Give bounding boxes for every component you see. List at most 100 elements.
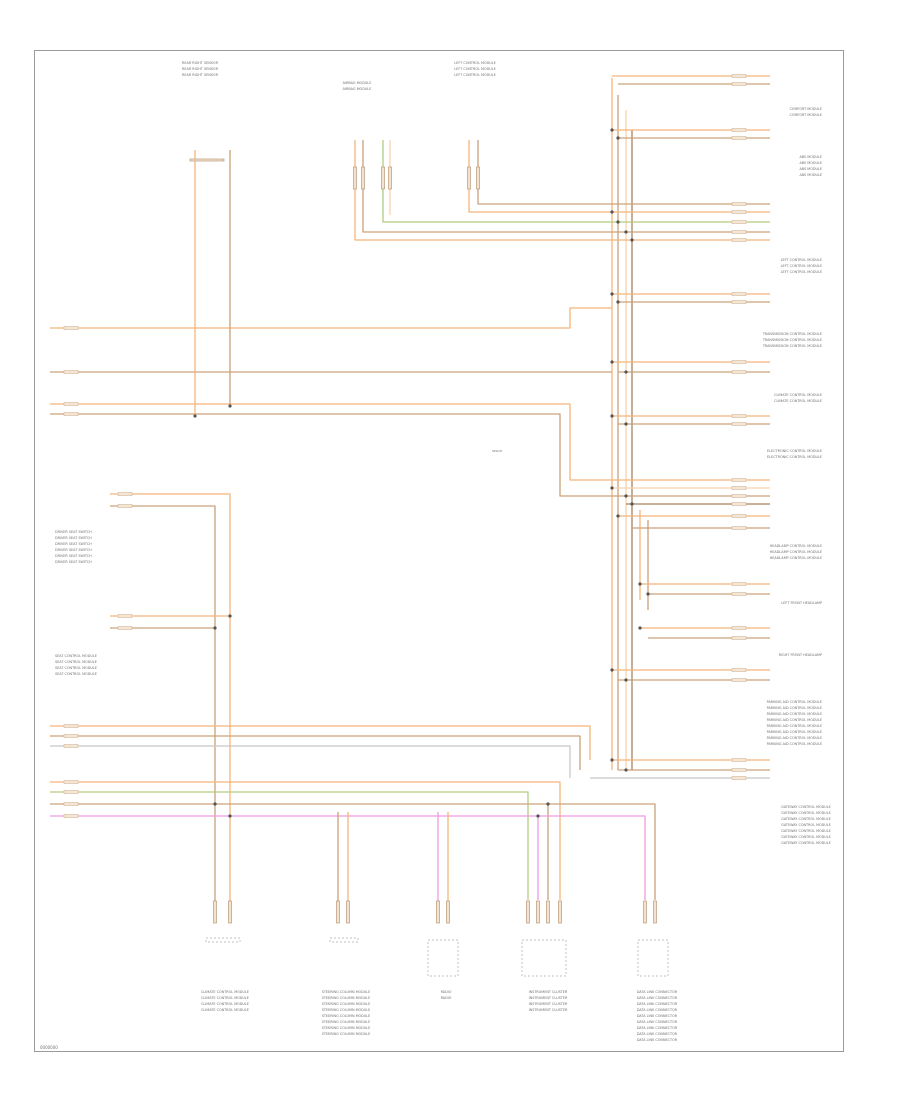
wire-color-tag-30 bbox=[731, 776, 747, 781]
splice-node-22 bbox=[610, 758, 614, 762]
label-datalink-5: DATA LINK CONNECTOR bbox=[637, 1014, 678, 1018]
label-steering-1: STEERING COLUMN MODULE bbox=[322, 990, 371, 994]
wire-color-tag-31 bbox=[117, 492, 133, 497]
label-rear-right-sensor-2: REAR RIGHT SENSOR bbox=[182, 67, 219, 71]
label-left-control-1: LEFT CONTROL MODULE bbox=[454, 61, 495, 65]
connector-plug-61 bbox=[558, 900, 562, 924]
wire-16 bbox=[477, 140, 770, 205]
wire-color-tag-28 bbox=[731, 758, 747, 763]
wire-color-tag-23 bbox=[731, 592, 747, 597]
diagram-frame bbox=[34, 50, 844, 1052]
label-headlamp-2: HEADLAMP CONTROL MODULE bbox=[770, 550, 822, 554]
wire-color-tag-13 bbox=[731, 370, 747, 375]
label-gateway-2: GATEWAY CONTROL MODULE bbox=[781, 811, 831, 815]
connector-plug-53 bbox=[228, 900, 232, 924]
wire-color-tag-45 bbox=[63, 814, 79, 819]
wire-color-tag-41 bbox=[63, 744, 79, 749]
splice-node-2 bbox=[616, 136, 620, 140]
label-climate-2: CLIMATE CONTROL MODULE bbox=[201, 996, 249, 1000]
label-climate-3: CLIMATE CONTROL MODULE bbox=[201, 1002, 249, 1006]
connector-plug-59 bbox=[536, 900, 540, 924]
wire-color-tag-15 bbox=[731, 422, 747, 427]
connector-plug-52 bbox=[213, 900, 217, 924]
label-left-control-2: LEFT CONTROL MODULE bbox=[454, 67, 495, 71]
label-seat-module-4: SEAT CONTROL MODULE bbox=[55, 672, 97, 676]
splice-node-10 bbox=[624, 370, 628, 374]
label-parking-3: PARKING AID CONTROL MODULE bbox=[767, 712, 822, 716]
label-airbag-2: AIRBAG MODULE bbox=[343, 87, 372, 91]
label-seat-switch-3: DRIVER SEAT SWITCH bbox=[55, 542, 92, 546]
wire-color-tag-7 bbox=[731, 219, 747, 224]
label-rear-right-sensor-3: REAR RIGHT SENSOR bbox=[182, 73, 219, 77]
wire-color-tag-4 bbox=[731, 135, 747, 140]
label-radio-1: RADIO bbox=[441, 990, 452, 994]
wire-color-tag-20 bbox=[731, 514, 747, 519]
connector-plug-57 bbox=[446, 900, 450, 924]
label-parking-1: PARKING AID CONTROL MODULE bbox=[767, 700, 822, 704]
label-parking-7: PARKING AID CONTROL MODULE bbox=[767, 736, 822, 740]
splice-node-30 bbox=[536, 814, 540, 818]
label-climate-1: CLIMATE CONTROL MODULE bbox=[201, 990, 249, 994]
wire-color-tag-29 bbox=[731, 768, 747, 773]
wire-color-tag-10 bbox=[731, 292, 747, 297]
splice-node-17 bbox=[638, 582, 642, 586]
splice-node-8 bbox=[616, 300, 620, 304]
splice-node-5 bbox=[624, 230, 628, 234]
wire-color-tag-11 bbox=[731, 300, 747, 305]
wire-color-tag-36 bbox=[63, 370, 79, 375]
wire-color-tag-33 bbox=[117, 614, 133, 619]
wire-color-tag-16 bbox=[731, 478, 747, 483]
connector-plug-47 bbox=[361, 166, 365, 190]
wire-23 bbox=[50, 403, 770, 481]
label-gateway-1: GATEWAY CONTROL MODULE bbox=[781, 805, 831, 809]
connector-plug-49 bbox=[388, 166, 392, 190]
label-instrument-1: INSTRUMENT CLUSTER bbox=[529, 990, 568, 994]
label-left-headlamp: LEFT FRONT HEADLAMP bbox=[781, 601, 822, 605]
wire-color-tag-1 bbox=[731, 73, 747, 78]
label-seat-module-1: SEAT CONTROL MODULE bbox=[55, 654, 97, 658]
wire-color-tag-9 bbox=[731, 237, 747, 242]
wire-42 bbox=[110, 493, 231, 820]
splice-node-31 bbox=[546, 802, 550, 806]
wire-color-tag-22 bbox=[731, 582, 747, 587]
splice-node-14 bbox=[624, 494, 628, 498]
label-climate-4: CLIMATE CONTROL MODULE bbox=[201, 1008, 249, 1012]
wire-color-tag-12 bbox=[731, 360, 747, 365]
label-transmission-1: TRANSMISSION CONTROL MODULE bbox=[762, 332, 822, 336]
splice-node-28 bbox=[213, 802, 217, 806]
label-comfort-2: COMFORT MODULE bbox=[789, 113, 822, 117]
label-datalink-2: DATA LINK CONNECTOR bbox=[637, 996, 678, 1000]
wire-color-tag-24 bbox=[731, 626, 747, 631]
splice-node-18 bbox=[646, 592, 650, 596]
label-left-control-r-3: LEFT CONTROL MODULE bbox=[781, 270, 822, 274]
diagram-code: 0000000 bbox=[40, 1045, 58, 1050]
wire-43 bbox=[110, 505, 216, 820]
label-electronic-1: ELECTRONIC CONTROL MODULE bbox=[767, 449, 822, 453]
label-gateway-7: GATEWAY CONTROL MODULE bbox=[781, 841, 831, 845]
splice-node-15 bbox=[630, 502, 634, 506]
label-abs-4: ABS MODULE bbox=[799, 173, 822, 177]
splice-node-13 bbox=[610, 486, 614, 490]
label-steering-2: STEERING COLUMN MODULE bbox=[322, 996, 371, 1000]
splice-node-29 bbox=[228, 814, 232, 818]
label-steering-8: STEERING COLUMN MODULE bbox=[322, 1032, 371, 1036]
wires bbox=[50, 75, 770, 910]
label-parking-4: PARKING AID CONTROL MODULE bbox=[767, 718, 822, 722]
splice-node-9 bbox=[610, 360, 614, 364]
wire-color-tag-42 bbox=[63, 780, 79, 785]
label-seat-switch-2: DRIVER SEAT SWITCH bbox=[55, 536, 92, 540]
label-parking-8: PARKING AID CONTROL MODULE bbox=[767, 742, 822, 746]
label-instrument-3: INSTRUMENT CLUSTER bbox=[529, 1002, 568, 1006]
wire-11 bbox=[354, 140, 770, 241]
label-radio-2: RADIO bbox=[441, 996, 452, 1000]
wire-19 bbox=[50, 307, 612, 329]
splice-nodes bbox=[193, 128, 650, 818]
label-rear-right-sensor-1: REAR RIGHT SENSOR bbox=[182, 61, 219, 65]
label-steering-5: STEERING COLUMN MODULE bbox=[322, 1014, 371, 1018]
splice-node-7 bbox=[610, 292, 614, 296]
label-electronic-2: ELECTRONIC CONTROL MODULE bbox=[767, 455, 822, 459]
wire-color-tag-8 bbox=[731, 229, 747, 234]
component-box-69 bbox=[637, 939, 669, 977]
label-left-control-3: LEFT CONTROL MODULE bbox=[454, 73, 495, 77]
wire-51 bbox=[50, 803, 549, 900]
